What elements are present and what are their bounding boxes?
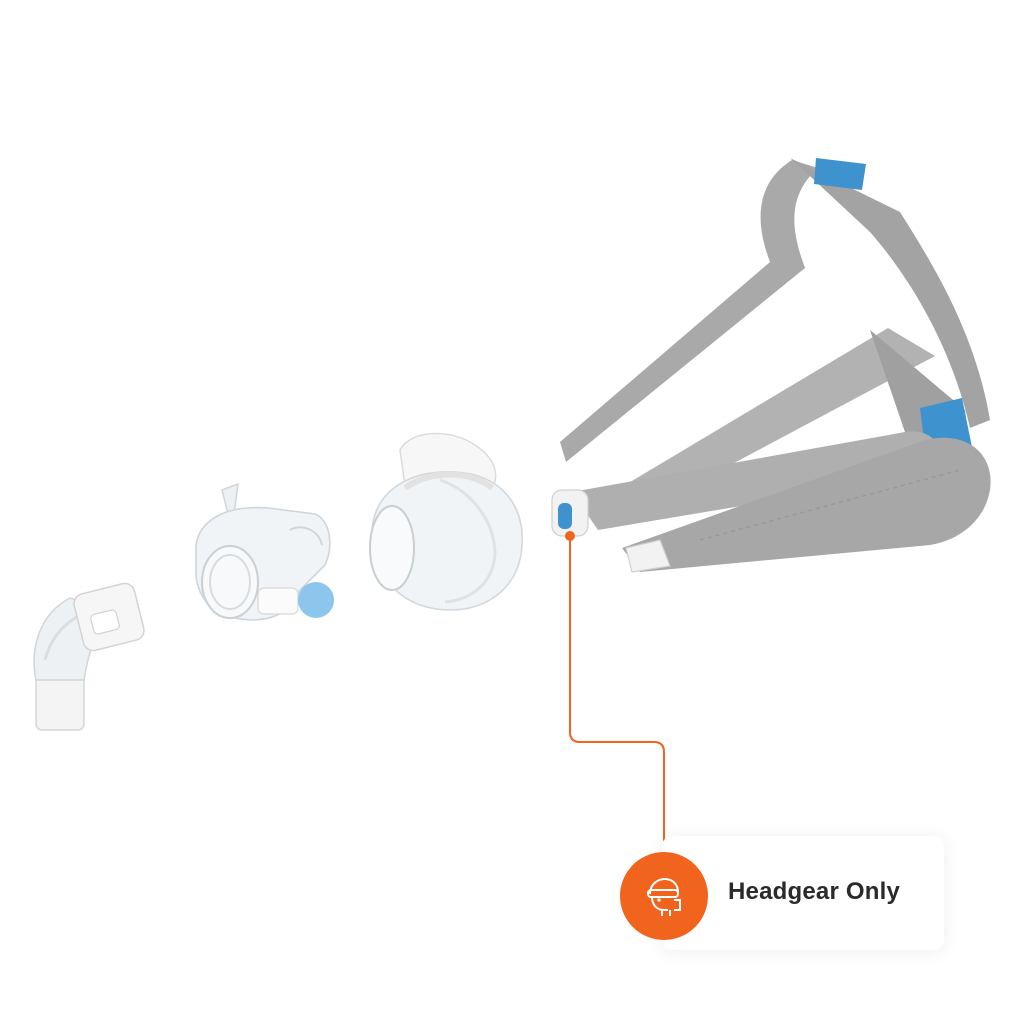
callout-label: Headgear Only <box>728 878 900 905</box>
cushion-part <box>369 432 523 611</box>
callout-card <box>662 836 944 950</box>
headgear-part <box>551 158 991 573</box>
callout-connector <box>565 531 665 858</box>
mask-frame-part <box>195 482 334 621</box>
headgear-icon <box>620 852 708 940</box>
elbow-part <box>33 582 145 731</box>
